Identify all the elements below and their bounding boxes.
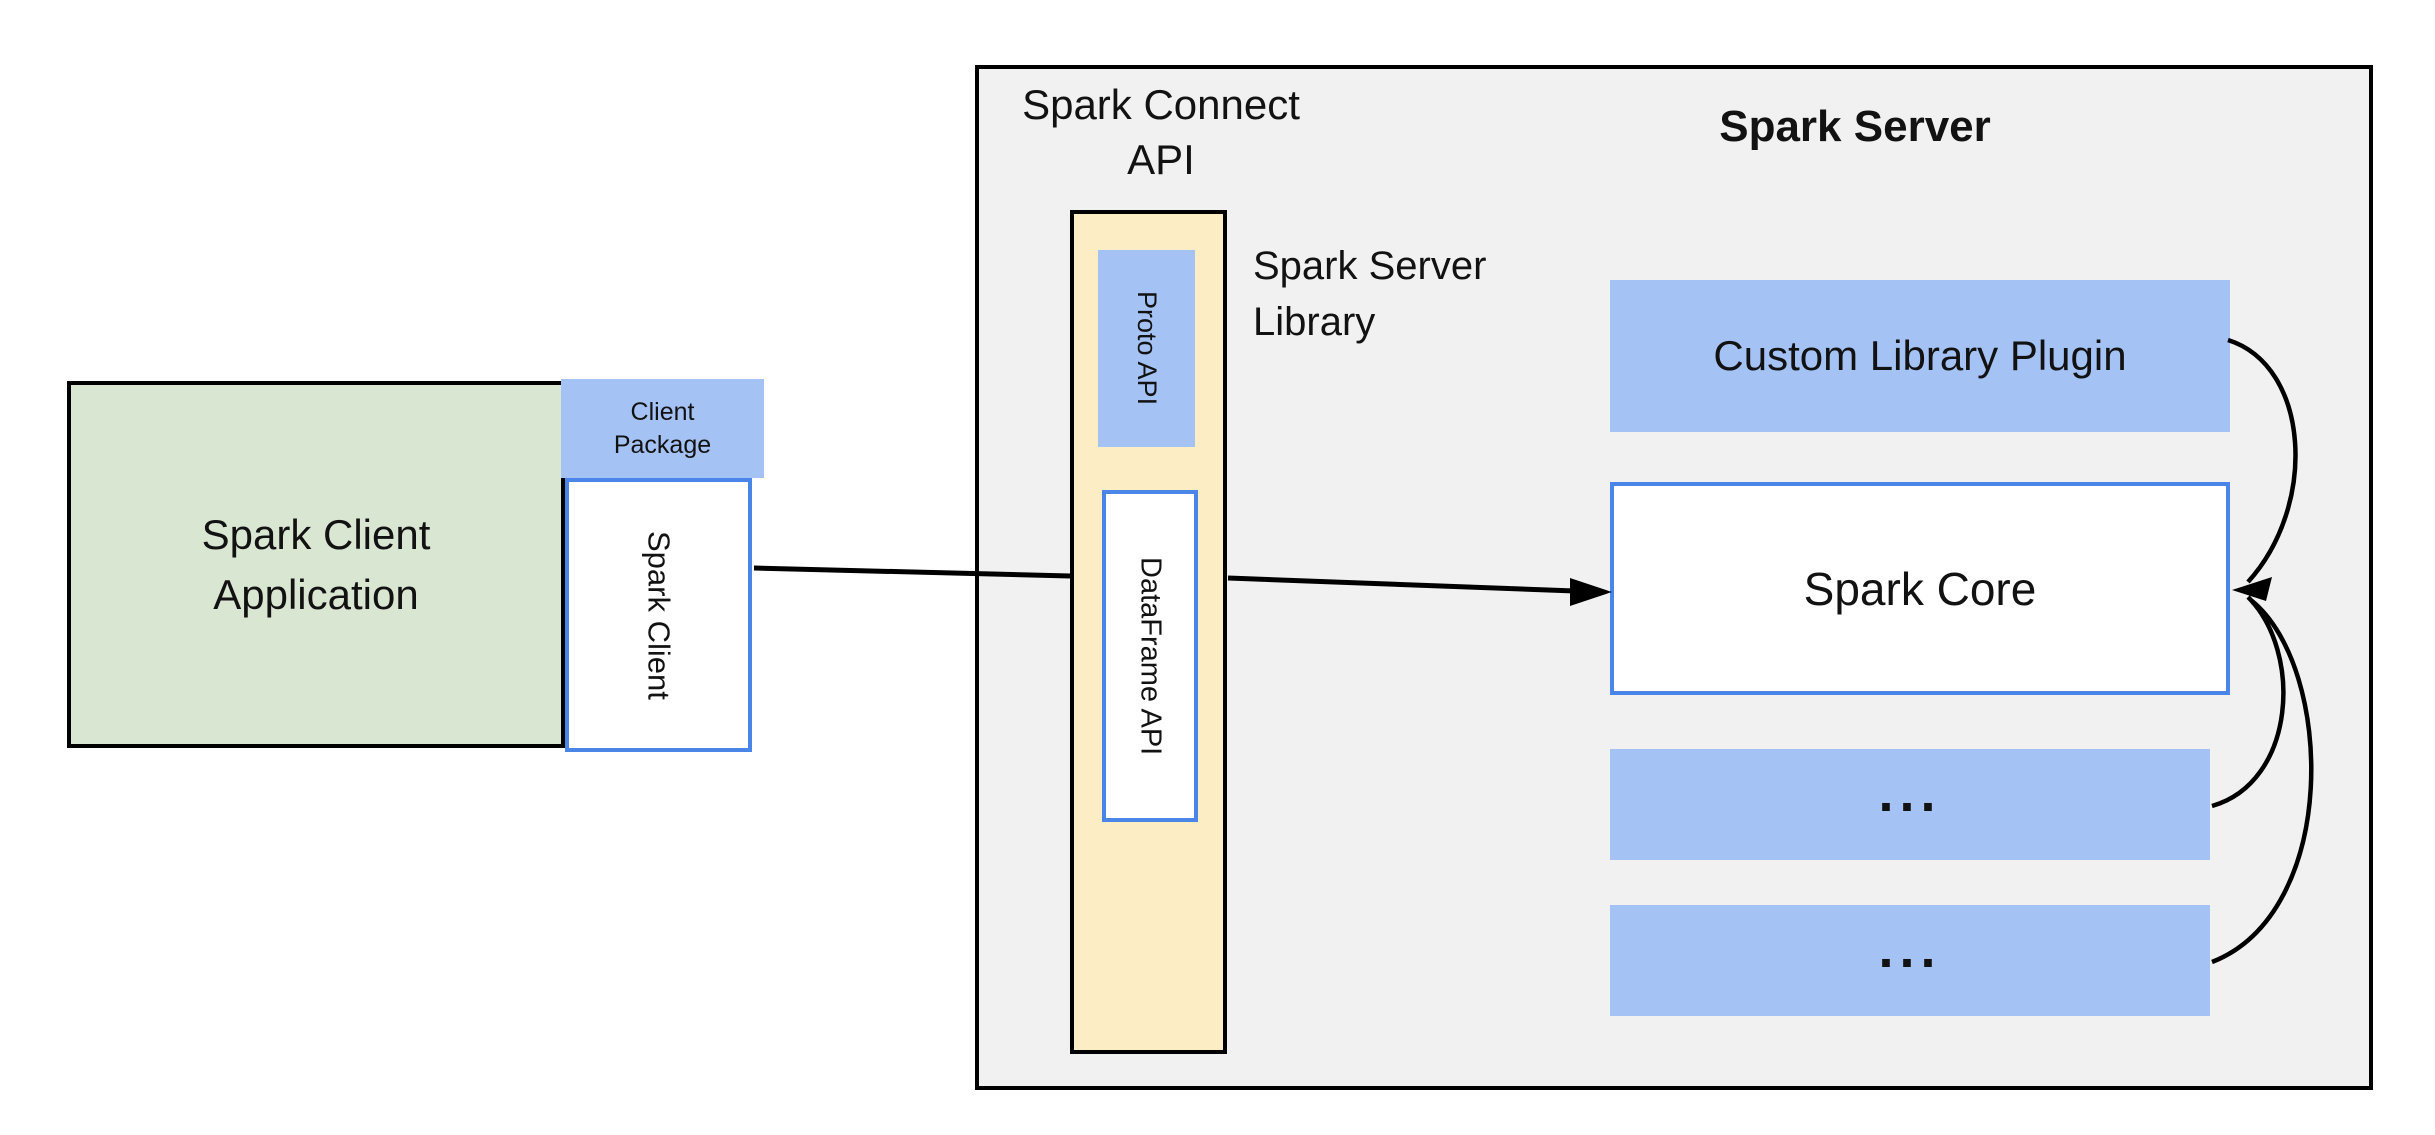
spark-server-title: Spark Server <box>1719 102 1991 151</box>
spark-core-box: Spark Core <box>1610 482 2230 695</box>
ellipsis-box-1: ... <box>1610 749 2210 860</box>
dataframe-api-box: DataFrame API <box>1102 490 1198 822</box>
spark-server-library-label: Spark Server Library <box>1253 244 1487 344</box>
spark-connect-api-label: Spark Connect API <box>1022 81 1300 183</box>
proto-api-label: Proto API <box>1132 291 1162 406</box>
spark-client-label: Spark Client <box>641 530 677 700</box>
ellipsis-box-2: ... <box>1610 905 2210 1016</box>
custom-library-plugin-box: Custom Library Plugin <box>1610 280 2230 432</box>
spark-client-application-box: Spark Client Application <box>67 381 565 748</box>
spark-client-box: Spark Client <box>565 478 752 752</box>
proto-api-box: Proto API <box>1098 250 1195 447</box>
custom-library-plugin-label: Custom Library Plugin <box>1713 332 2127 379</box>
spark-core-label: Spark Core <box>1803 562 2037 615</box>
dataframe-api-label: DataFrame API <box>1134 556 1167 756</box>
ellipsis-label-1: ... <box>1878 762 1942 823</box>
ellipsis-label-2: ... <box>1878 918 1942 979</box>
client-package-box: Client Package <box>561 379 764 478</box>
client-package-label: Client Package <box>613 398 712 459</box>
spark-client-application-label: Spark Client Application <box>201 510 431 618</box>
